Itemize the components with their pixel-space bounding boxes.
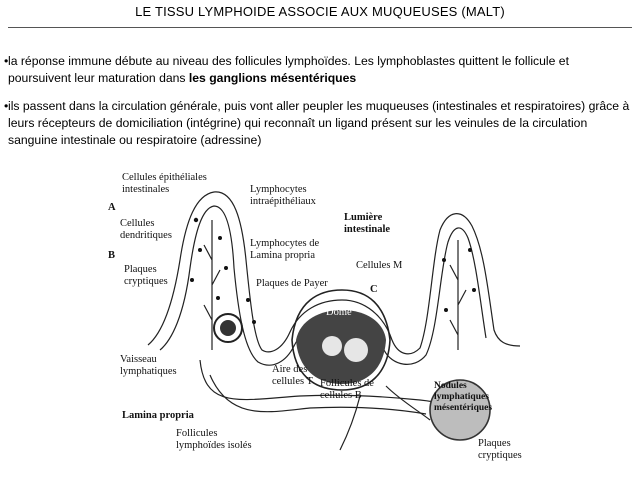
isolated-follicle [213,313,243,343]
bullet-1-text: la réponse immune débute au niveau des f… [8,54,569,85]
label-a: A [108,202,116,213]
label-c: C [370,284,378,295]
label-b: B [108,250,115,261]
label-peyer: Plaques de Payer [256,278,328,289]
bullet-2-text: ils passent dans la circulation générale… [8,99,630,147]
label-m-cells: Cellules M [356,260,403,271]
label-dome: Dôme [326,307,352,318]
bullet-marker: • [4,99,9,113]
bullet-1-bold: les ganglions mésentériques [188,71,357,85]
title-divider [8,27,632,28]
bullet-marker: • [4,54,9,68]
slide-title: LE TISSU LYMPHOIDE ASSOCIE AUX MUQUEUSES… [135,4,505,19]
mesenteric-node [429,379,491,441]
bullet-immune-response: • la réponse immune débute au niveau des… [4,53,634,87]
peyer-dome [291,289,391,391]
mucosa-outline [147,191,521,355]
label-lamina: Lamina propria [122,410,195,421]
bullet-circulation: • ils passent dans la circulation généra… [4,98,634,149]
